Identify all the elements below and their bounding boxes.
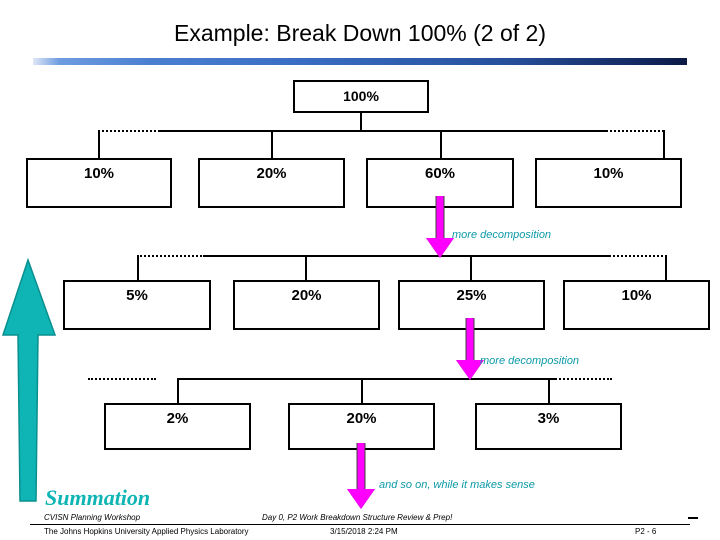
connector-drop-l2-1 <box>137 255 139 280</box>
node-l1-1[interactable]: 10% <box>26 158 172 208</box>
node-root-100[interactable]: 100% <box>293 80 429 113</box>
node-l3-1[interactable]: 2% <box>104 403 251 450</box>
callout-more-decomposition-1: more decomposition <box>452 229 552 241</box>
connector-rail-l2-right-dotted <box>609 255 667 257</box>
footer-divider <box>30 524 690 525</box>
decomposition-arrow-3 <box>347 443 375 511</box>
node-l1-2[interactable]: 20% <box>198 158 345 208</box>
connector-drop-l2-3 <box>470 255 472 280</box>
connector-rail-l2 <box>203 255 611 257</box>
connector-drop-l1-1 <box>98 130 100 158</box>
decomposition-arrow-1 <box>426 196 454 258</box>
footer-bottom-center: 3/15/2018 2:24 PM <box>330 527 398 536</box>
footer-top-center: Day 0, P2 Work Breakdown Structure Revie… <box>262 513 453 522</box>
connector-drop-l3-3 <box>548 378 550 403</box>
connector-rail-l1 <box>158 130 608 132</box>
connector-drop-l1-2 <box>271 130 273 158</box>
callout-more-decomposition-2: more decomposition <box>480 355 580 367</box>
summation-up-arrow <box>1 258 57 502</box>
connector-root-stem <box>360 113 362 130</box>
connector-rail-l1-left-dotted <box>98 130 160 132</box>
footer-tick-mark <box>688 517 698 519</box>
node-l3-2[interactable]: 20% <box>288 403 435 450</box>
node-l3-3[interactable]: 3% <box>475 403 622 450</box>
connector-rail-l3-right-dotted <box>552 378 612 380</box>
connector-drop-l1-4 <box>663 130 665 158</box>
connector-drop-l1-3 <box>440 130 442 158</box>
connector-drop-l3-1 <box>177 378 179 403</box>
decomposition-arrow-2 <box>456 318 484 380</box>
summation-label: Summation <box>45 485 151 510</box>
callout-and-so-on: and so on, while it makes sense <box>379 479 535 491</box>
connector-rail-l3-left-dotted <box>88 378 156 380</box>
connector-drop-l2-2 <box>305 255 307 280</box>
node-l2-4[interactable]: 10% <box>563 280 710 330</box>
node-l1-4[interactable]: 10% <box>535 158 682 208</box>
footer-bottom-left: The Johns Hopkins University Applied Phy… <box>44 527 249 536</box>
footer-top-left: CVISN Planning Workshop <box>44 513 141 522</box>
connector-rail-l3 <box>177 378 557 380</box>
footer-bottom-right: P2 - 6 <box>635 527 657 536</box>
connector-drop-l2-4 <box>665 255 667 280</box>
connector-rail-l1-right-dotted <box>606 130 664 132</box>
connector-rail-l2-left-dotted <box>137 255 205 257</box>
node-l2-2[interactable]: 20% <box>233 280 380 330</box>
connector-drop-l3-2 <box>361 378 363 403</box>
page-title: Example: Break Down 100% (2 of 2) <box>173 20 546 46</box>
title-divider-bar <box>33 58 687 65</box>
node-l2-1[interactable]: 5% <box>63 280 211 330</box>
